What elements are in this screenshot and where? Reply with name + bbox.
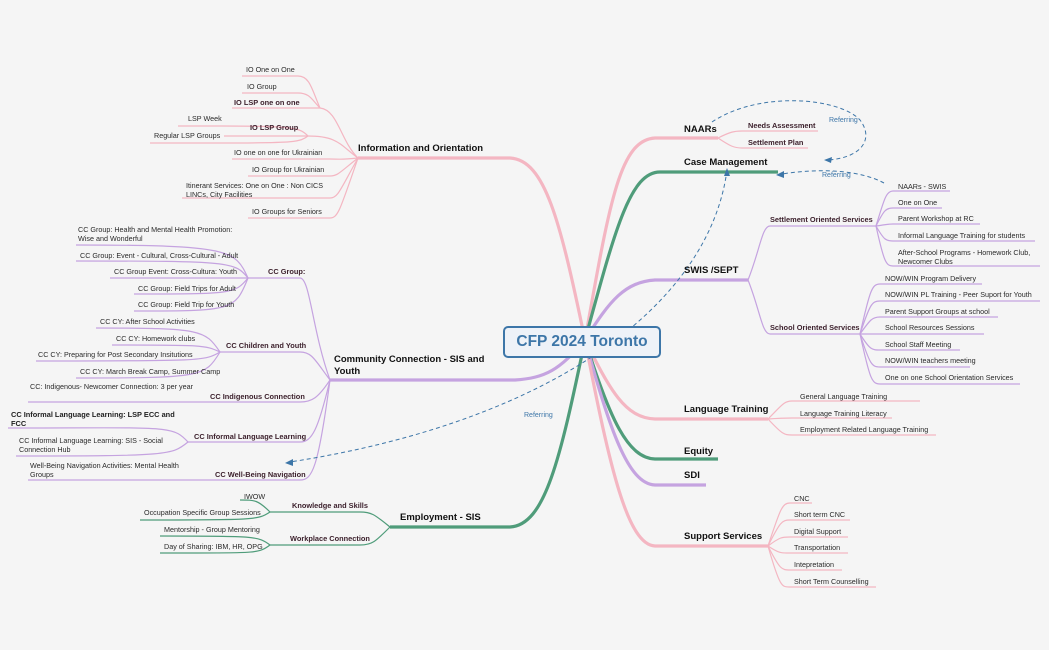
cc-subtopic[interactable]: CC Informal Language Learning	[194, 432, 307, 441]
cc-item[interactable]: CC Informal Language Learning: SIS - Soc…	[19, 436, 163, 454]
cc-subtopic[interactable]: CC Children and Youth	[226, 341, 307, 350]
referral-label: Referring	[822, 172, 851, 179]
cc-item[interactable]: CC CY: March Break Camp, Summer Camp	[80, 367, 221, 376]
lang-item[interactable]: Language Training Literacy	[800, 409, 887, 418]
swis-subtopic[interactable]: Settlement Oriented Services	[770, 215, 873, 224]
swis-item[interactable]: Parent Workshop at RC	[898, 214, 974, 223]
branch-language-training[interactable]: Language Training	[684, 404, 769, 415]
cc-item[interactable]: CC Group: Event - Cultural, Cross-Cultur…	[80, 251, 239, 260]
swis-item[interactable]: One on one School Orientation Services	[885, 373, 1014, 382]
naars-item[interactable]: Settlement Plan	[748, 138, 804, 147]
cc-item[interactable]: CC: Indigenous- Newcomer Connection: 3 p…	[30, 382, 193, 391]
io-item[interactable]: Itinerant Services: One on One : Non CIC…	[186, 181, 324, 199]
swis-item[interactable]: School Resources Sessions	[885, 323, 975, 332]
support-item[interactable]: CNC	[794, 494, 810, 503]
branch-community-connection[interactable]: Community Connection - SIS and Youth	[334, 354, 485, 377]
io-item[interactable]: IO One on One	[246, 65, 295, 74]
cc-item[interactable]: Well-Being Navigation Activities: Mental…	[30, 461, 179, 479]
support-item[interactable]: Short Term Counselling	[794, 577, 869, 586]
support-item[interactable]: Transportation	[794, 543, 841, 552]
io-item[interactable]: Regular LSP Groups	[154, 131, 221, 140]
swis-item[interactable]: After-School Programs - Homework Club, N…	[898, 248, 1031, 266]
swis-item[interactable]: NAARs - SWIS	[898, 182, 947, 191]
cc-item[interactable]: CC Group Event: Cross-Cultura: Youth	[114, 267, 238, 276]
support-item[interactable]: Short term CNC	[794, 510, 846, 519]
swis-item[interactable]: Parent Support Groups at school	[885, 307, 990, 316]
support-item[interactable]: Intepretation	[794, 560, 834, 569]
io-item[interactable]: IO one on one for Ukrainian	[234, 148, 323, 157]
lang-item[interactable]: Employment Related Language Training	[800, 425, 929, 434]
io-subtopic[interactable]: IO LSP one on one	[234, 98, 300, 107]
cc-item[interactable]: CC CY: Preparing for Post Secondary Insi…	[38, 350, 193, 359]
cc-item[interactable]: CC Group: Health and Mental Health Promo…	[78, 225, 233, 243]
cc-item[interactable]: CC Informal Language Learning: LSP ECC a…	[11, 410, 175, 428]
cc-item[interactable]: CC Group: Field Trips for Adult	[138, 284, 236, 293]
swis-item[interactable]: NOW/WIN teachers meeting	[885, 356, 976, 365]
io-item[interactable]: IO Groups for Seniors	[252, 207, 322, 216]
naars-item[interactable]: Needs Assessment	[748, 121, 816, 130]
swis-item[interactable]: NOW/WIN PL Training - Peer Suport for Yo…	[885, 290, 1032, 299]
swis-item[interactable]: Informal Language Training for students	[898, 231, 1026, 240]
swis-item[interactable]: School Staff Meeting	[885, 340, 952, 349]
io-item[interactable]: LSP Week	[188, 114, 222, 123]
branch-employment[interactable]: Employment - SIS	[400, 512, 481, 523]
branch-naars[interactable]: NAARs	[684, 124, 717, 135]
cc-subtopic[interactable]: CC Well-Being Navigation	[215, 470, 306, 479]
cc-item[interactable]: CC Group: Field Trip for Youth	[138, 300, 235, 309]
io-item[interactable]: IO Group for Ukrainian	[252, 165, 325, 174]
io-item[interactable]: IO Group	[247, 82, 277, 91]
branch-support-services[interactable]: Support Services	[684, 531, 763, 542]
referral-label: Referring	[829, 117, 858, 124]
emp-item[interactable]: Mentorship - Group Mentoring	[164, 525, 260, 534]
io-subtopic[interactable]: IO LSP Group	[250, 123, 299, 132]
referral-label: Referring	[524, 412, 553, 419]
swis-subtopic[interactable]: School Oriented Services	[770, 323, 860, 332]
emp-subtopic[interactable]: Workplace Connection	[290, 534, 370, 543]
cc-subtopic[interactable]: CC Indigenous Connection	[210, 392, 305, 401]
branch-case-management[interactable]: Case Management	[684, 157, 768, 168]
lang-item[interactable]: General Language Training	[800, 392, 888, 401]
branch-swis-sept[interactable]: SWIS /SEPT	[684, 265, 739, 276]
emp-item[interactable]: Occupation Specific Group Sessions	[144, 508, 261, 517]
emp-item[interactable]: IWOW	[244, 492, 266, 501]
swis-item[interactable]: NOW/WIN Program Delivery	[885, 274, 977, 283]
emp-subtopic[interactable]: Knowledge and Skills	[292, 501, 368, 510]
emp-item[interactable]: Day of Sharing: IBM, HR, OPG	[164, 542, 263, 551]
support-item[interactable]: Digital Support	[794, 527, 842, 536]
cc-subtopic[interactable]: CC Group:	[268, 267, 306, 276]
central-topic[interactable]: CFP 2024 Toronto	[503, 326, 661, 358]
swis-item[interactable]: One on One	[898, 198, 938, 207]
branch-equity[interactable]: Equity	[684, 446, 714, 457]
branch-sdi[interactable]: SDI	[684, 470, 700, 481]
cc-item[interactable]: CC CY: Homework clubs	[116, 334, 196, 343]
branch-information-orientation[interactable]: Information and Orientation	[358, 143, 484, 154]
cc-item[interactable]: CC CY: After School Activities	[100, 317, 195, 326]
